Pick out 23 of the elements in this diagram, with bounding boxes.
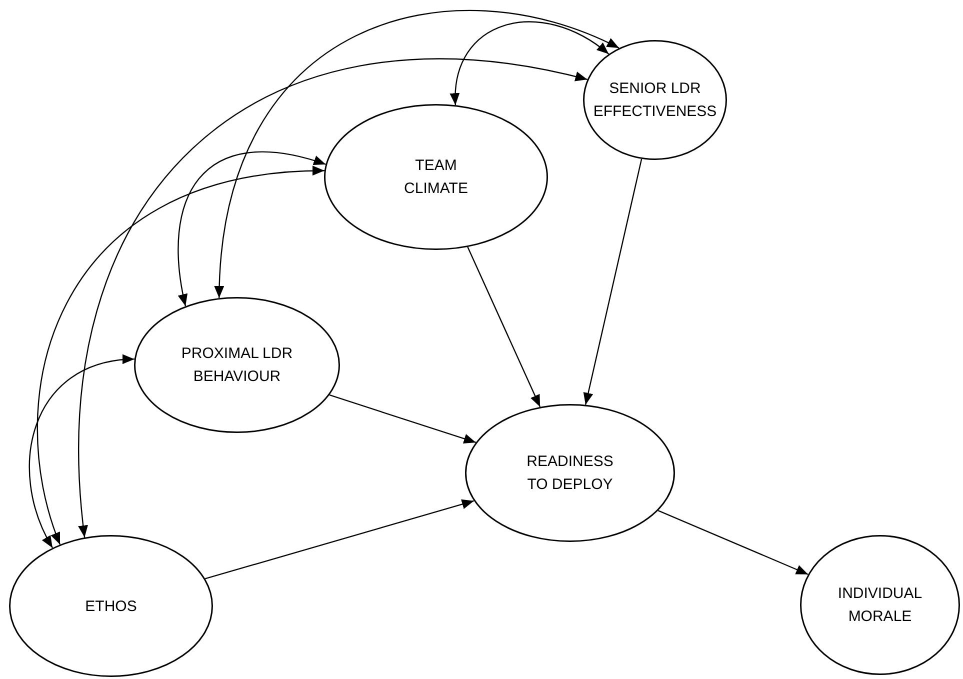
arrow [583, 158, 642, 405]
arrow [36, 166, 324, 545]
ellipse-node [465, 404, 675, 542]
ellipse-node [9, 535, 213, 677]
ellipse-node [800, 535, 960, 675]
arrow [178, 152, 326, 306]
ellipse-node [324, 104, 548, 250]
node-label: ETHOS [85, 596, 137, 616]
arrow [205, 499, 474, 580]
arrow [28, 355, 134, 548]
ellipse-node [134, 297, 340, 433]
ellipse-node [583, 40, 727, 160]
node-label: PROXIMAL LDR BEHAVIOUR [180, 344, 294, 387]
arrow [658, 510, 808, 575]
arrow [450, 22, 610, 106]
node-label: READINESS TO DEPLOY [526, 452, 614, 495]
arrow [78, 58, 588, 538]
node-label: INDIVIDUAL MORALE [836, 584, 924, 627]
node-label: SENIOR LDR EFFECTIVENESS [592, 79, 718, 122]
node-label: TEAM CLIMATE [403, 156, 469, 199]
arrow [329, 394, 476, 444]
arrow [215, 10, 620, 298]
arrow [467, 246, 541, 408]
